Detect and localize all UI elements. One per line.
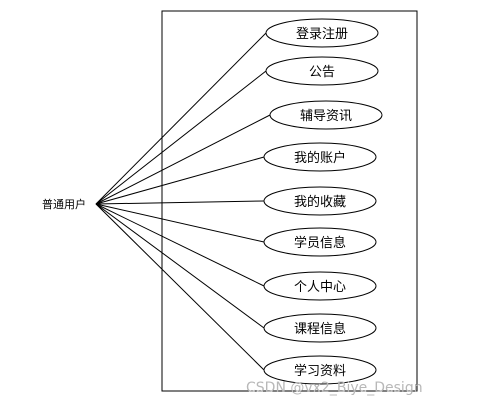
use-case: 登录注册 — [265, 18, 379, 48]
use-case: 辅导资讯 — [269, 100, 383, 130]
system-boundary — [161, 10, 418, 392]
association-line — [95, 203, 265, 371]
use-case-ellipse — [265, 18, 379, 48]
association-line — [95, 70, 267, 205]
association-line — [95, 200, 265, 205]
use-case-label: 我的收藏 — [294, 194, 346, 210]
use-case-label: 课程信息 — [294, 321, 346, 337]
association-line — [95, 156, 265, 205]
association-line — [95, 32, 267, 205]
use-case-ellipse — [263, 186, 377, 216]
use-case: 我的账户 — [263, 142, 377, 172]
watermark: CSDN @vx2_Biye_Design — [246, 380, 423, 396]
use-case-label: 学习资料 — [294, 363, 346, 379]
use-case: 公告 — [265, 56, 379, 86]
association-line — [95, 203, 265, 287]
association-line — [95, 203, 265, 243]
use-case: 学员信息 — [263, 227, 377, 257]
use-case-ellipse — [263, 227, 377, 257]
use-case-label: 我的账户 — [294, 150, 346, 166]
use-case: 课程信息 — [263, 313, 377, 343]
association-lines — [95, 32, 271, 371]
actor-label: 普通用户 — [42, 197, 86, 211]
use-case: 学习资料 — [263, 355, 377, 385]
use-case-label: 个人中心 — [294, 280, 346, 295]
use-case-label: 学员信息 — [294, 235, 346, 251]
use-case-label: 公告 — [309, 65, 335, 80]
use-case-ellipse — [263, 313, 377, 343]
use-case: 个人中心 — [263, 271, 377, 301]
use-case: 我的收藏 — [263, 186, 377, 216]
association-line — [95, 203, 265, 329]
association-line — [95, 114, 271, 205]
use-case-ellipse — [263, 271, 377, 301]
use-case-label: 辅导资讯 — [300, 109, 352, 124]
use-case-ellipse — [263, 142, 377, 172]
use-case-ellipse — [265, 56, 379, 86]
use-case-label: 登录注册 — [296, 27, 348, 42]
use-case-ellipse — [269, 100, 383, 130]
use-case-ellipse — [263, 355, 377, 385]
